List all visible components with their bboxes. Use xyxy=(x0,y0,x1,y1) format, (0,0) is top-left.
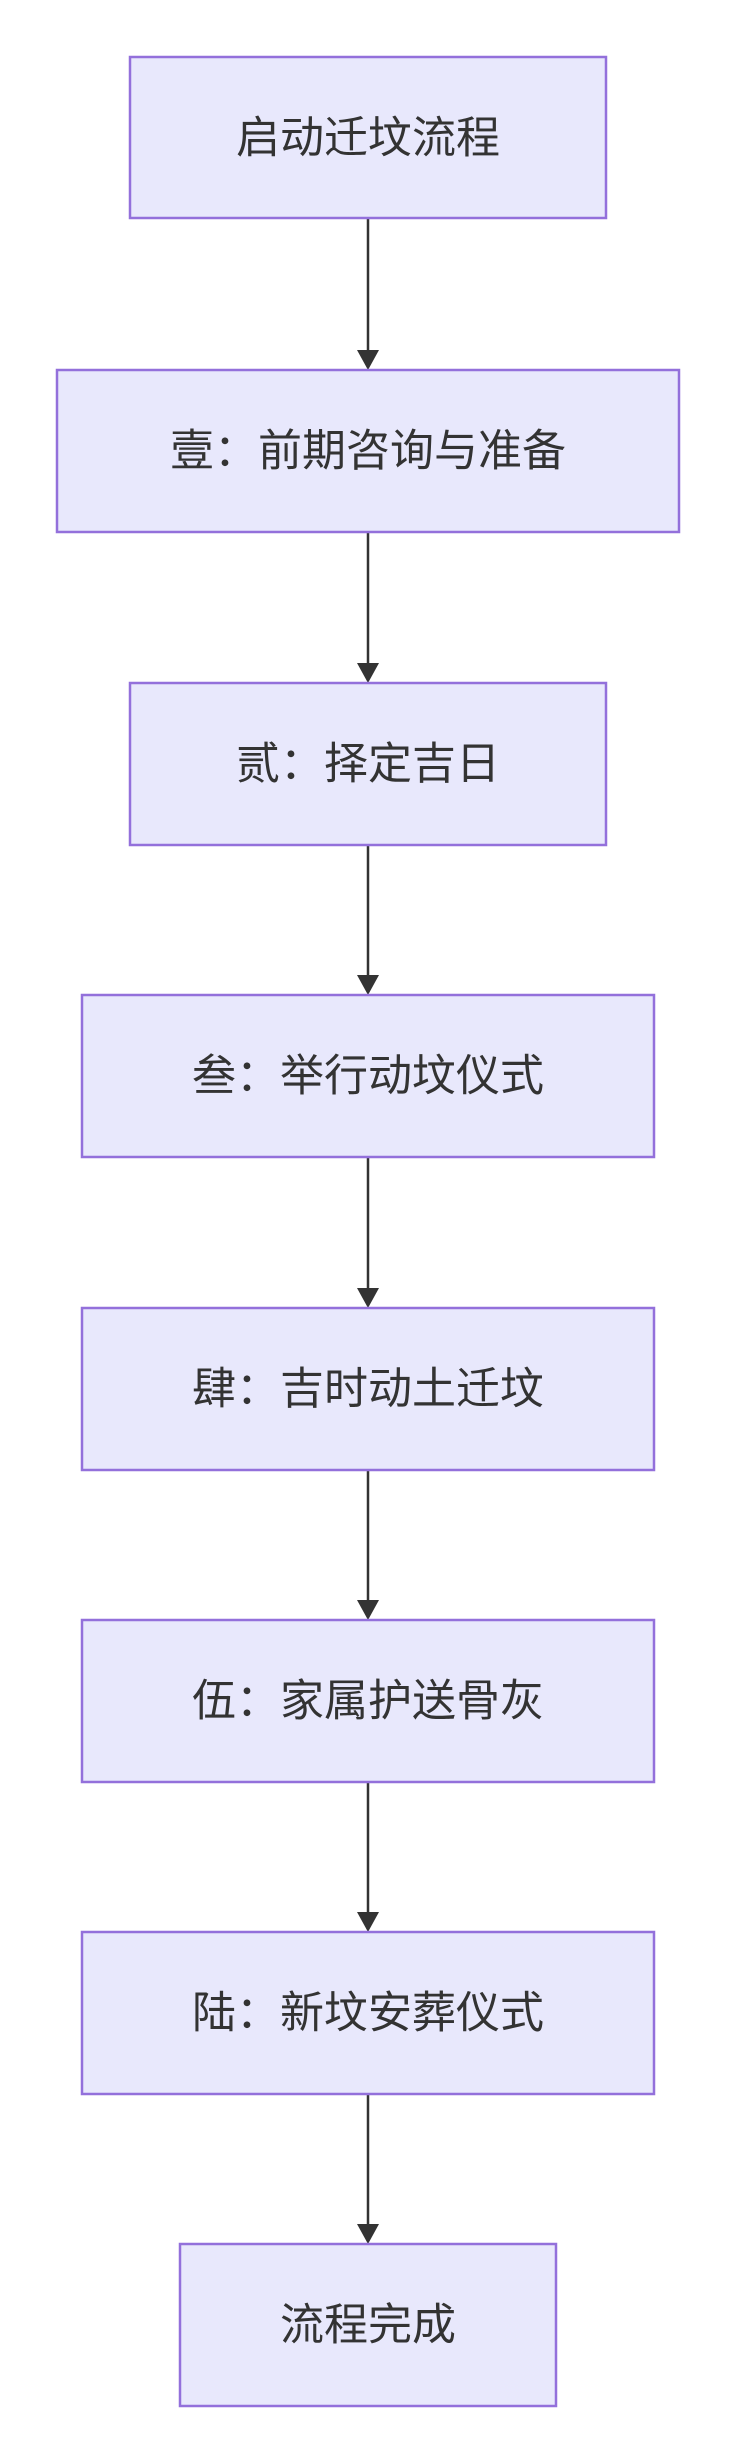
node-step3-label: 叁：举行动坟仪式 xyxy=(192,1051,544,1102)
edge-step1-to-step2 xyxy=(357,532,379,683)
node-step1-label: 壹：前期咨询与准备 xyxy=(170,426,566,477)
node-step2-box xyxy=(128,681,608,847)
edge-step2-to-step3 xyxy=(357,845,379,995)
node-step5-box xyxy=(80,1618,656,1784)
edge-step3-to-step4 xyxy=(357,1157,379,1308)
edge-step6-to-end xyxy=(357,2094,379,2244)
nodes: 启动迁坟流程 壹：前期咨询与准备 贰：择定吉日 叁：举行动坟仪式 肆：吉时动土迁… xyxy=(55,55,681,2408)
node-step4: 肆：吉时动土迁坟 xyxy=(80,1306,656,1472)
node-start-label: 启动迁坟流程 xyxy=(236,113,500,164)
node-step3: 叁：举行动坟仪式 xyxy=(80,993,656,1159)
node-step6-box xyxy=(80,1930,656,2096)
edge-start-to-step1 xyxy=(357,218,379,370)
node-step4-box xyxy=(80,1306,656,1472)
node-step3-box xyxy=(80,993,656,1159)
node-start: 启动迁坟流程 xyxy=(128,55,608,220)
node-end: 流程完成 xyxy=(178,2242,558,2408)
edge-step4-to-step5 xyxy=(357,1470,379,1620)
node-step6: 陆：新坟安葬仪式 xyxy=(80,1930,656,2096)
edges xyxy=(357,218,379,2244)
node-step6-label: 陆：新坟安葬仪式 xyxy=(192,1988,544,2039)
node-step2-label: 贰：择定吉日 xyxy=(236,739,500,790)
node-start-box xyxy=(128,55,608,220)
node-step4-label: 肆：吉时动土迁坟 xyxy=(192,1364,544,1415)
edge-step5-to-step6 xyxy=(357,1782,379,1932)
node-step2: 贰：择定吉日 xyxy=(128,681,608,847)
node-step5: 伍：家属护送骨灰 xyxy=(80,1618,656,1784)
node-end-box xyxy=(178,2242,558,2408)
node-step5-label: 伍：家属护送骨灰 xyxy=(192,1676,544,1727)
node-end-label: 流程完成 xyxy=(280,2300,456,2351)
node-step1-box xyxy=(55,368,681,534)
node-step1: 壹：前期咨询与准备 xyxy=(55,368,681,534)
